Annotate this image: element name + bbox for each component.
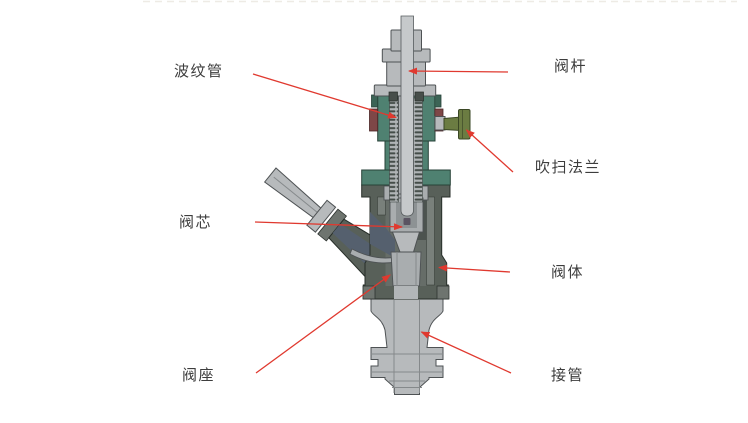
leader-valve-plug — [254, 221, 403, 231]
leader-bellows — [252, 73, 397, 119]
leader-valve-seat — [255, 274, 391, 374]
packing-nut-right — [414, 91, 424, 102]
gasket-left — [369, 108, 379, 132]
label-bellows: 波纹管 — [174, 62, 224, 80]
body-bolt-tab-left — [362, 285, 376, 300]
valve-seat-graphic — [390, 251, 422, 287]
leader-connecting-pipe — [420, 331, 512, 374]
plug-tip-seal — [403, 218, 411, 225]
connecting-pipe-graphic — [370, 298, 444, 395]
label-purge-flange: 吹扫法兰 — [535, 158, 602, 176]
valve-stem-graphic — [400, 15, 414, 225]
leader-valve-stem — [408, 67, 509, 75]
leader-valve-body — [438, 264, 511, 273]
label-valve-body: 阀体 — [551, 263, 585, 281]
label-valve-stem: 阀杆 — [554, 57, 588, 75]
packing-nut-left — [388, 91, 398, 102]
body-bolt-tab-right — [436, 285, 450, 300]
outlet-bore — [394, 286, 418, 299]
label-connecting-pipe: 接管 — [551, 366, 585, 384]
leader-purge-flange — [465, 129, 514, 173]
label-valve-plug: 阀芯 — [179, 213, 213, 231]
leader-lines — [252, 67, 514, 374]
label-valve-seat: 阀座 — [182, 366, 216, 384]
